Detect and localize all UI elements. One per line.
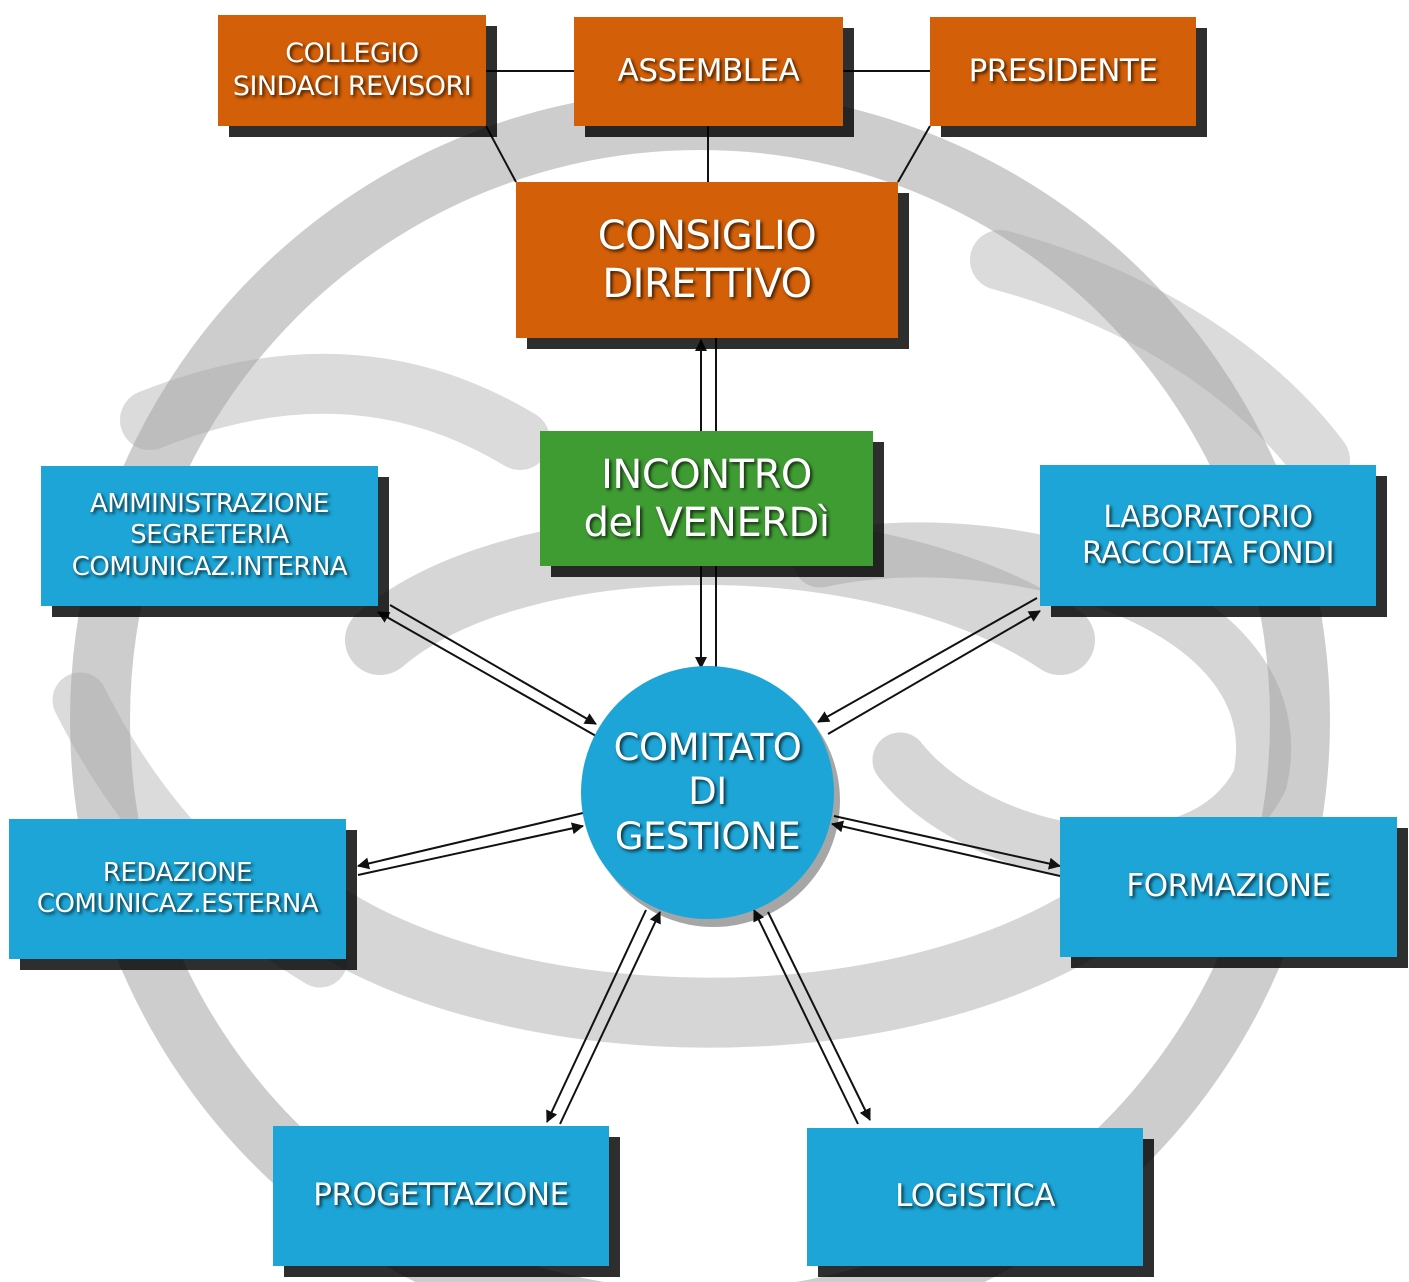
laboratorio-raccolta-fondi-label: LABORATORIO RACCOLTA FONDI bbox=[1081, 499, 1335, 571]
formazione-label: FORMAZIONE bbox=[1126, 868, 1331, 905]
comitato-di-gestione-label: COMITATO DI GESTIONE bbox=[613, 725, 802, 858]
comitato-di-gestione-circle: COMITATO DI GESTIONE bbox=[581, 666, 834, 919]
consiglio-direttivo-box: CONSIGLIO DIRETTIVO bbox=[516, 182, 898, 338]
presidente-box: PRESIDENTE bbox=[930, 17, 1196, 126]
incontro-venerdi-label: INCONTRO del VENERDì bbox=[583, 451, 830, 546]
link-form-to-comitato bbox=[831, 820, 1061, 877]
laboratorio-raccolta-fondi-box: LABORATORIO RACCOLTA FONDI bbox=[1040, 465, 1376, 606]
link-lab-to-comitato bbox=[817, 597, 1038, 723]
link-red-to-comitato bbox=[357, 822, 584, 876]
redazione-label: REDAZIONE COMUNICAZ.ESTERNA bbox=[36, 857, 319, 919]
link-collegio-consiglio bbox=[485, 125, 517, 183]
formazione-box: FORMAZIONE bbox=[1060, 817, 1397, 957]
collegio-sindaci-revisori-label: COLLEGIO SINDACI REVISORI bbox=[232, 38, 472, 102]
progettazione-label: PROGETTAZIONE bbox=[313, 1177, 569, 1214]
link-amm-to-comitato bbox=[389, 604, 597, 725]
link-comitato-to-lab bbox=[827, 610, 1041, 735]
redazione-box: REDAZIONE COMUNICAZ.ESTERNA bbox=[9, 819, 346, 959]
link-comitato-to-form bbox=[833, 815, 1061, 870]
link-comitato-to-red bbox=[357, 812, 584, 870]
assemblea-box: ASSEMBLEA bbox=[574, 17, 843, 126]
link-comitato-to-prog bbox=[546, 909, 647, 1123]
link-comitato-to-log bbox=[767, 911, 871, 1121]
link-presidente-consiglio bbox=[897, 125, 931, 183]
logistica-box: LOGISTICA bbox=[807, 1128, 1143, 1266]
presidente-label: PRESIDENTE bbox=[968, 52, 1158, 89]
logistica-label: LOGISTICA bbox=[895, 1178, 1055, 1215]
incontro-venerdi-box: INCONTRO del VENERDì bbox=[540, 431, 873, 566]
link-comitato-to-amm bbox=[377, 611, 597, 737]
assemblea-label: ASSEMBLEA bbox=[617, 52, 800, 89]
link-log-to-comitato bbox=[753, 909, 859, 1125]
collegio-sindaci-revisori-box: COLLEGIO SINDACI REVISORI bbox=[218, 15, 486, 126]
consiglio-direttivo-label: CONSIGLIO DIRETTIVO bbox=[597, 213, 817, 307]
amministrazione-box: AMMINISTRAZIONE SEGRETERIA COMUNICAZ.INT… bbox=[41, 466, 378, 606]
amministrazione-label: AMMINISTRAZIONE SEGRETERIA COMUNICAZ.INT… bbox=[71, 489, 348, 582]
progettazione-box: PROGETTAZIONE bbox=[273, 1126, 609, 1266]
link-prog-to-comitato bbox=[559, 911, 661, 1125]
